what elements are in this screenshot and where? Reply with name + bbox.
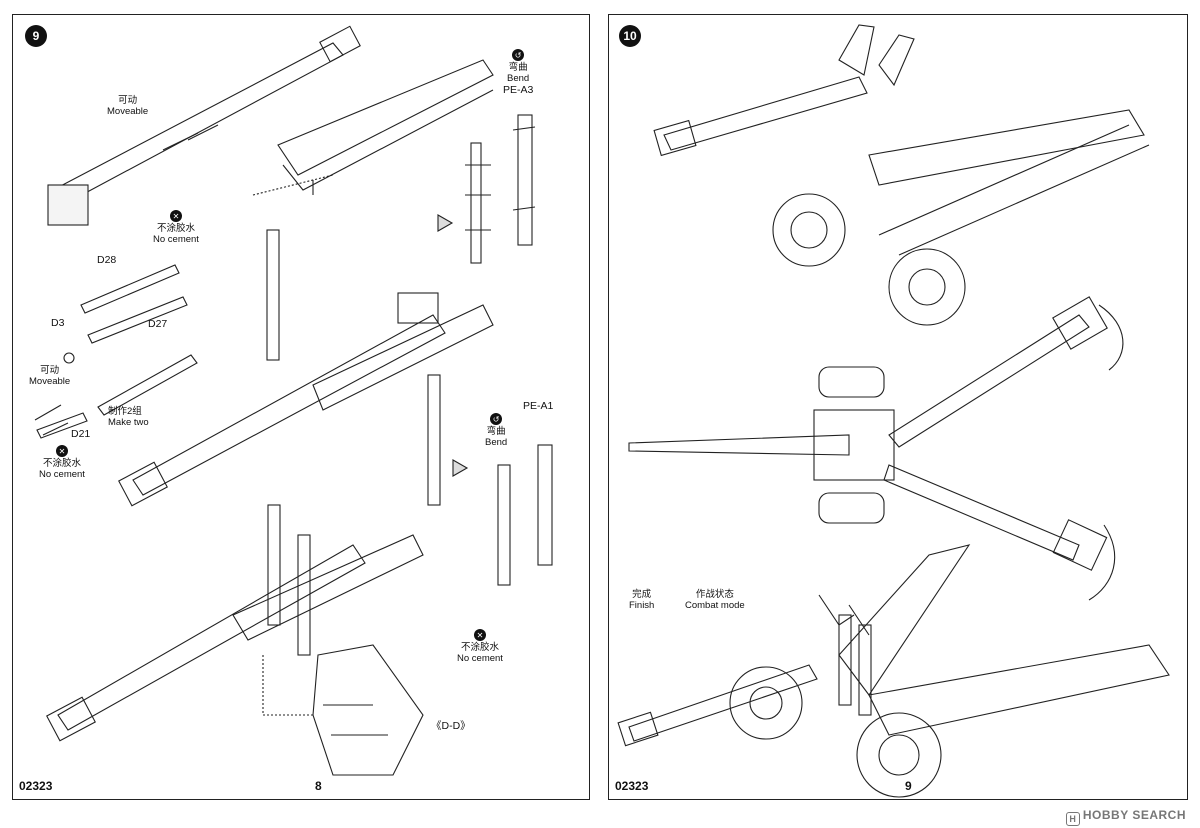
part-label-pe-a1: PE-A1 — [523, 400, 554, 412]
part-label-d21: D21 — [71, 428, 91, 440]
no-cement-icon: ✕ — [473, 629, 486, 641]
finish-label: 完成 Finish — [629, 589, 655, 611]
page-number: 8 — [315, 779, 322, 793]
assembly-illustration-step-9 — [34, 25, 553, 776]
instruction-page-left: 9 — [12, 14, 590, 800]
bend-icon: ↺ — [490, 413, 503, 425]
section-view-label: 《D-D》 — [431, 720, 471, 732]
step-number-badge: 9 — [25, 25, 47, 47]
instruction-page-right: 10 — [608, 14, 1188, 800]
combat-mode-label: 作战状态 Combat mode — [685, 589, 745, 611]
bend-note-2: ↺ 弯曲 Bend — [485, 413, 508, 448]
moveable-label-2: 可动 Moveable — [29, 365, 71, 387]
no-cement-icon: ✕ — [55, 445, 68, 457]
no-cement-note-3: ✕ 不涂胶水 No cement — [457, 629, 503, 664]
part-label-d3: D3 — [51, 317, 65, 329]
hobby-search-logo-icon: H — [1065, 812, 1080, 826]
bend-icon: ↺ — [512, 49, 525, 61]
bend-note: ↺ 弯曲 Bend — [507, 49, 530, 84]
no-cement-note: ✕ 不涂胶水 No cement — [153, 210, 199, 245]
no-cement-icon: ✕ — [169, 210, 182, 222]
no-cement-note-2: ✕ 不涂胶水 No cement — [39, 445, 85, 480]
step-number-badge: 10 — [619, 25, 641, 47]
make-two-note: 制作2组 Make two — [108, 406, 149, 428]
product-code: 02323 — [615, 779, 649, 793]
part-label-d28: D28 — [97, 254, 117, 266]
product-code: 02323 — [19, 779, 53, 793]
part-label-d27: D27 — [148, 318, 168, 330]
assembly-illustration-step-10 — [617, 24, 1170, 798]
moveable-label: 可动 Moveable — [107, 95, 149, 117]
part-label-pe-a3: PE-A3 — [503, 84, 534, 96]
page-number: 9 — [905, 779, 912, 793]
